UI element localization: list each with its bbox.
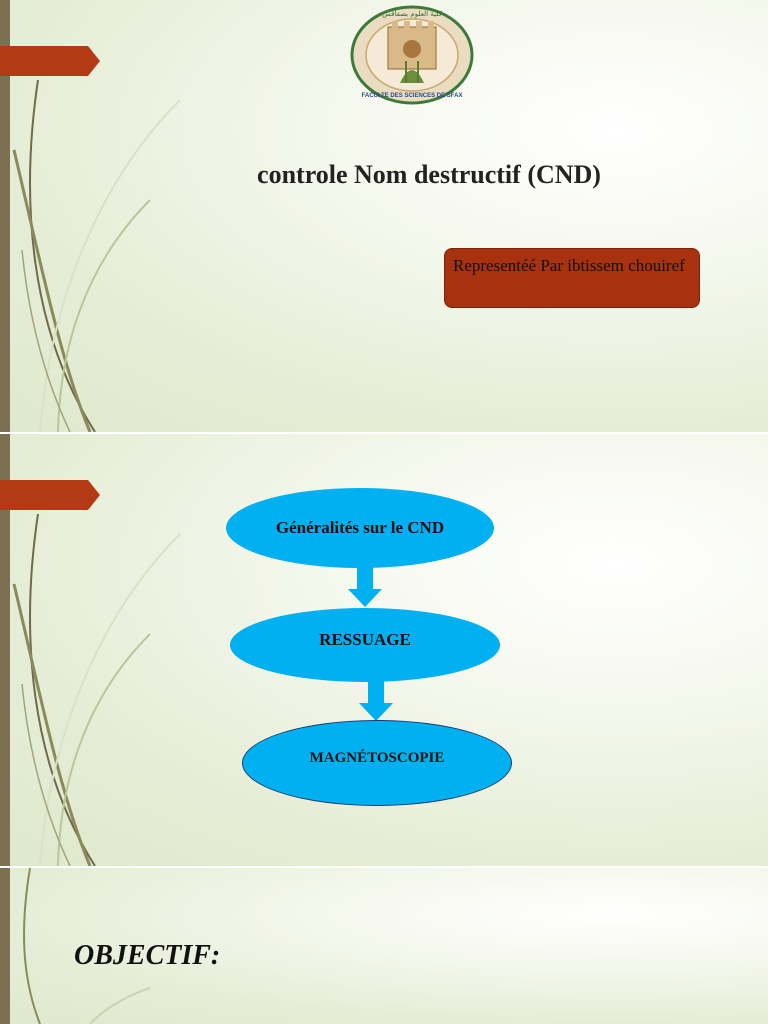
slide-outline: Généralités sur le CND RESSUAGE MAGNÉTOS… (0, 434, 768, 866)
accent-arrow-tab (0, 480, 100, 510)
step-magnetoscopie: MAGNÉTOSCOPIE (242, 720, 512, 806)
university-seal-logo: FACULTE DES SCIENCES DE SFAX كلية العلوم… (350, 5, 474, 105)
svg-text:FACULTE DES SCIENCES DE SFAX: FACULTE DES SCIENCES DE SFAX (362, 93, 463, 99)
decorative-curves (23, 868, 151, 1024)
decorative-curves (12, 79, 181, 432)
presenter-box: Representéé Par ibtissem chouiref (444, 248, 700, 308)
left-bar (0, 434, 10, 866)
step-generalites: Généralités sur le CND (226, 488, 494, 568)
down-arrow-icon (359, 681, 393, 721)
slide-objectif: OBJECTIF: (0, 868, 768, 1024)
slide-separator (0, 432, 768, 434)
objectif-heading: OBJECTIF: (74, 940, 221, 971)
decorative-curves (12, 513, 181, 866)
accent-arrow-tab (0, 46, 100, 76)
slide-title-text: controle Nom destructif (CND) (257, 160, 601, 189)
svg-text:كلية العلوم بصفاقس: كلية العلوم بصفاقس (382, 10, 442, 18)
left-bar (0, 0, 10, 432)
slide-separator (0, 866, 768, 868)
down-arrow-icon (348, 567, 382, 607)
left-bar (0, 868, 10, 1024)
step-ressuage: RESSUAGE (230, 608, 500, 682)
slide-title: FACULTE DES SCIENCES DE SFAX كلية العلوم… (0, 0, 768, 432)
